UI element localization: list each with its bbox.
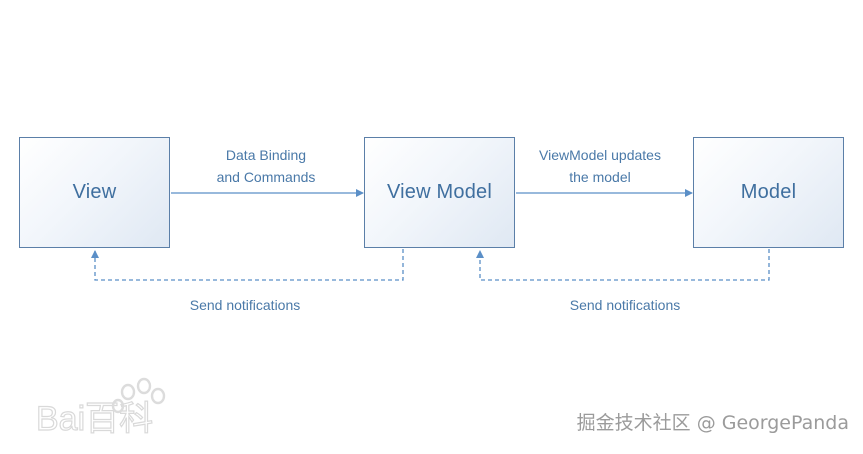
edge-label-data-binding-line-1: Data Binding bbox=[225, 147, 307, 163]
node-model: Model bbox=[693, 137, 844, 248]
edge-label-data-binding-line-2: and Commands bbox=[216, 169, 316, 185]
juejin-watermark: 掘金技术社区 @ GeorgePanda bbox=[576, 412, 849, 434]
node-view-model-label: View Model bbox=[386, 181, 493, 203]
edge-label-send-notifications-view-text: Send notifications bbox=[189, 297, 301, 313]
node-view: View bbox=[19, 137, 170, 248]
edge-label-viewmodel-updates-line-1: ViewModel updates bbox=[539, 147, 661, 163]
node-view-model: View Model bbox=[364, 137, 515, 248]
node-view-label: View bbox=[72, 181, 117, 203]
edge-label-viewmodel-updates: ViewModel updates the model bbox=[520, 144, 680, 188]
edge-label-data-binding: Data Binding and Commands bbox=[196, 144, 336, 188]
baidu-watermark-text: Bai百科 bbox=[36, 400, 153, 438]
baidu-paw-icon: Bai百科 bbox=[35, 377, 166, 439]
edge-label-send-notifications-viewmodel: Send notifications bbox=[540, 294, 710, 316]
edge-label-send-notifications-view: Send notifications bbox=[160, 294, 330, 316]
baidu-watermark: Bai百科 bbox=[35, 376, 216, 440]
edge-label-viewmodel-updates-line-2: the model bbox=[569, 169, 631, 185]
node-model-label: Model bbox=[740, 181, 797, 203]
edge-model-to-viewmodel-notify bbox=[476, 249, 770, 281]
edge-label-send-notifications-viewmodel-text: Send notifications bbox=[569, 297, 681, 313]
edge-viewmodel-to-view-notify bbox=[91, 249, 404, 281]
